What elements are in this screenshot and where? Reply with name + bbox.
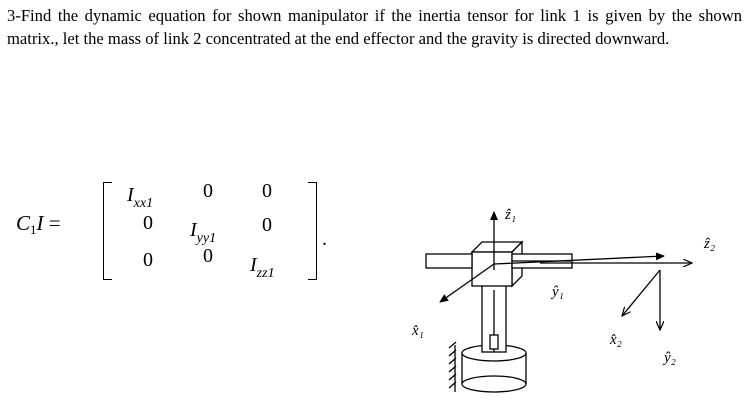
matrix-cell-r2c0: 0: [143, 249, 153, 271]
cell-base: I: [127, 184, 134, 206]
matrix-cell-r2c1: 0: [203, 245, 213, 267]
manipulator-diagram: ẑ₁ x̂₁ ŷ₁ ẑ₂ x̂₂ ŷ₂: [411, 207, 715, 393]
z2-label: ẑ₂: [703, 236, 715, 252]
cell-subscript: xx1: [133, 196, 154, 211]
cell-base: I: [250, 254, 257, 276]
equation-period: .: [322, 228, 327, 250]
y1-label: ŷ₁: [550, 284, 564, 300]
matrix-right-bracket: [308, 182, 317, 280]
equals-sign: =: [48, 211, 61, 235]
matrix-cell-iyy1: Iyy1: [190, 219, 217, 246]
x1-label: x̂₁: [411, 323, 424, 339]
problem-statement: 3-Find the dynamic equation for shown ma…: [7, 6, 742, 48]
cell-subscript: zz1: [256, 266, 275, 281]
cell-subscript: yy1: [196, 231, 217, 246]
base-ground: [448, 341, 527, 393]
cell-base: I: [190, 219, 197, 241]
x1-axis-arrow: [439, 263, 495, 303]
inertia-tensor-equation: C1I = Ixx1 0 0 0 Iyy1 0 0 0 Izz1 .: [0, 170, 360, 290]
y2-label: ŷ₂: [662, 350, 676, 366]
matrix-cell-r0c1: 0: [203, 180, 213, 202]
frame-symbol: C: [16, 211, 31, 235]
frame-subscript: 1: [30, 222, 37, 237]
matrix-left-bracket: [103, 182, 112, 280]
x2-axis-arrow: [622, 269, 661, 316]
matrix-cell-r0c2: 0: [262, 180, 272, 202]
z1-label: ẑ₁: [504, 207, 516, 223]
link2-arm: [425, 253, 573, 269]
matrix-cell-izz1: Izz1: [250, 254, 275, 281]
equation-lhs: C1I =: [16, 211, 61, 237]
x2-label: x̂₂: [609, 332, 622, 348]
matrix-cell-r1c2: 0: [262, 214, 272, 236]
y1-axis-arrow: [493, 252, 665, 265]
tensor-symbol: I: [36, 211, 44, 235]
matrix-cell-r1c0: 0: [143, 212, 153, 234]
matrix-cell-ixx1: Ixx1: [127, 184, 154, 211]
